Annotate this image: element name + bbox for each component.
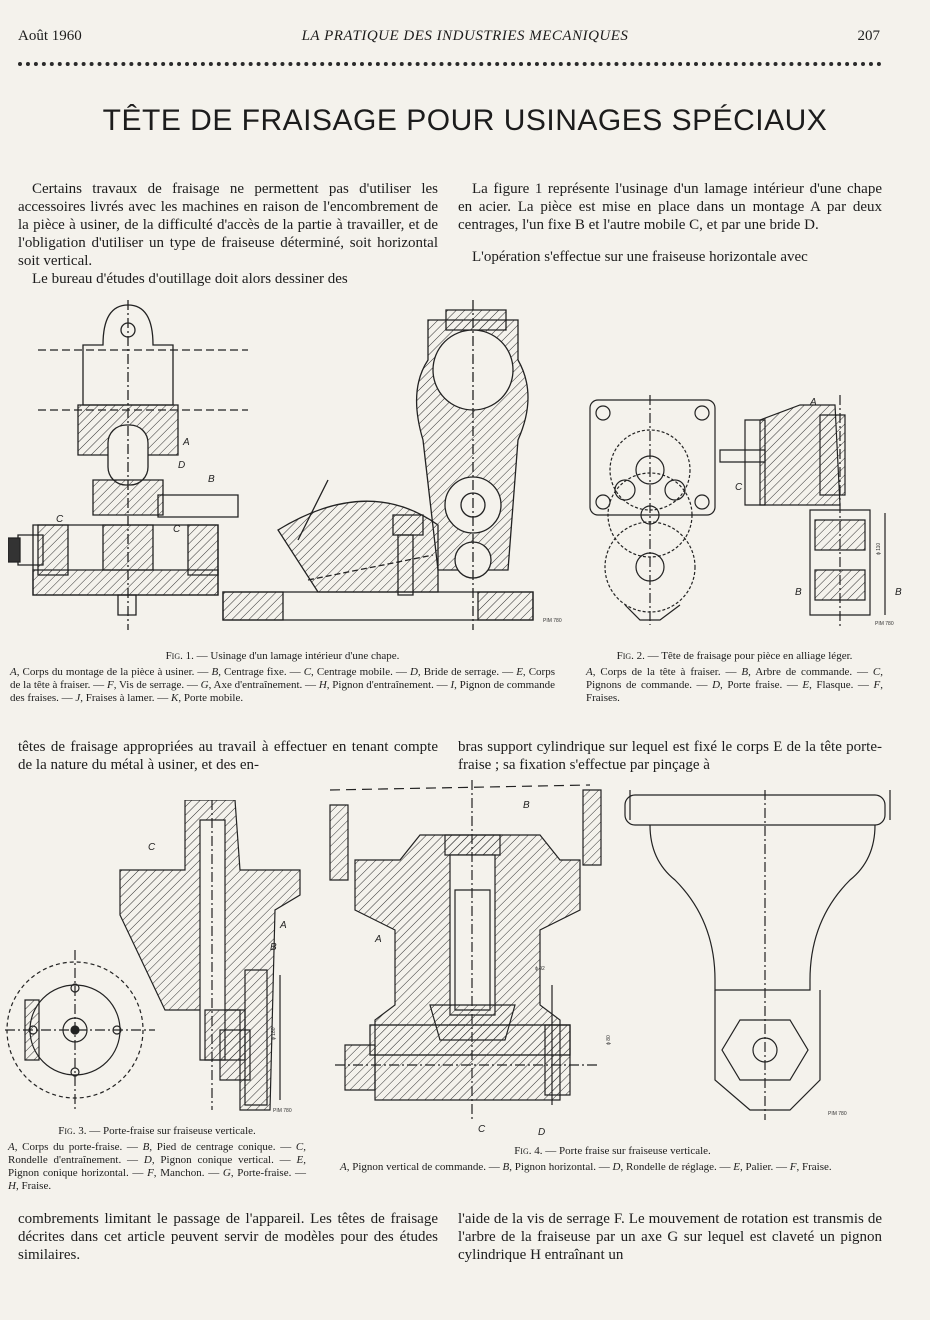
figure-4-drawing: B A C D ϕ 92 ϕ 80 PIM 780 — [320, 780, 895, 1138]
fig3-legend: A, Corps du porte-fraise. — B, Pied de c… — [8, 1141, 307, 1192]
fig3-label-a: A — [279, 920, 287, 931]
fig4-reference: PIM 780 — [828, 1111, 847, 1117]
fig3-caption-title: — Porte-fraise sur fraiseuse verticale. — [86, 1125, 256, 1137]
text-block-1-left: Certains travaux de fraisage ne permette… — [18, 180, 438, 288]
fig3-label-b: B — [270, 942, 277, 953]
fig1-label-b: B — [208, 474, 215, 485]
fig4-caption-prefix: Fig. 4. — [514, 1145, 543, 1157]
paragraph: têtes de fraisage appropriées au travail… — [18, 739, 438, 773]
fig1-label-d: D — [178, 460, 185, 471]
fig3-reference: PIM 780 — [273, 1108, 292, 1114]
paragraph: La figure 1 représente l'usinage d'un la… — [458, 181, 882, 233]
fig3-caption-prefix: Fig. 3. — [58, 1125, 87, 1137]
paragraph: Le bureau d'études d'outillage doit alor… — [32, 271, 348, 287]
figure-1-caption: Fig. 1. — Usinage d'un lamage intérieur … — [10, 650, 555, 705]
figure-2-caption: Fig. 2. — Tête de fraisage pour pièce en… — [586, 650, 883, 705]
paragraph: Certains travaux de fraisage ne permette… — [18, 181, 438, 269]
header-page-number: 207 — [857, 28, 881, 44]
paragraph: l'aide de la vis de serrage F. Le mouvem… — [458, 1211, 882, 1263]
fig2-dimension: ϕ 110 — [876, 543, 882, 555]
fig1-caption-prefix: Fig. 1. — [165, 650, 194, 662]
text-block-2-left: têtes de fraisage appropriées au travail… — [18, 738, 438, 774]
fig2-reference: PIM 780 — [875, 621, 894, 627]
paragraph: bras support cylindrique sur lequel est … — [458, 739, 882, 773]
text-block-2-right: bras support cylindrique sur lequel est … — [458, 738, 882, 774]
fig2-label-b-left: B — [795, 587, 802, 598]
figure-1-drawing: A D B C C PIM 780 — [8, 300, 562, 635]
fig4-label-c: C — [478, 1124, 486, 1135]
fig1-legend: A, Corps du montage de la pièce à usiner… — [10, 666, 555, 704]
fig2-label-a: A — [809, 397, 817, 408]
figure-3-drawing: C A B ϕ 180 PIM 780 — [5, 800, 305, 1114]
fig1-caption-title: — Usinage d'un lamage intérieur d'une ch… — [193, 650, 400, 662]
fig3-label-c: C — [148, 842, 156, 853]
article-title: TÊTE DE FRAISAGE POUR USINAGES SPÉCIAUX — [102, 104, 828, 137]
fig1-label-c-right: C — [173, 524, 181, 535]
figure-4-caption: Fig. 4. — Porte fraise sur fraiseuse ver… — [340, 1145, 885, 1174]
fig2-label-b-right: B — [895, 587, 902, 598]
fig4-label-a: A — [374, 934, 382, 945]
paragraph: L'opération s'effectue sur une fraiseuse… — [472, 249, 808, 265]
figure-3-caption: Fig. 3. — Porte-fraise sur fraiseuse ver… — [8, 1125, 306, 1193]
header-date: Août 1960 — [18, 28, 82, 44]
header-dotted-rule — [18, 62, 882, 66]
text-block-3-left: combrements limitant le passage de l'app… — [18, 1210, 438, 1264]
text-block-3-right: l'aide de la vis de serrage F. Le mouvem… — [458, 1210, 882, 1264]
text-block-1-right: La figure 1 représente l'usinage d'un la… — [458, 180, 882, 266]
fig4-caption-title: — Porte fraise sur fraiseuse verticale. — [542, 1145, 711, 1157]
fig2-label-c: C — [735, 482, 743, 493]
fig2-legend: A, Corps de la tête à fraiser. — B, Arbr… — [586, 666, 883, 704]
fig2-caption-title: — Tête de fraisage pour pièce en alliage… — [644, 650, 853, 662]
fig2-caption-prefix: Fig. 2. — [616, 650, 645, 662]
fig1-label-a: A — [182, 437, 190, 448]
fig4-dimension-92: ϕ 92 — [535, 966, 545, 972]
fig4-legend: A, Pignon vertical de commande. — B, Pig… — [340, 1161, 832, 1173]
paragraph: combrements limitant le passage de l'app… — [18, 1211, 438, 1263]
fig4-dimension-80: ϕ 80 — [606, 1035, 612, 1045]
fig4-label-b: B — [523, 800, 530, 811]
fig4-label-d: D — [538, 1127, 545, 1138]
fig1-label-c-left: C — [56, 514, 64, 525]
fig1-reference: PIM 780 — [543, 618, 562, 624]
fig3-dimension: ϕ 180 — [271, 1027, 277, 1040]
figure-2-drawing: A C B B ϕ 110 PIM 780 — [585, 395, 902, 627]
header-journal: LA PRATIQUE DES INDUSTRIES MECANIQUES — [301, 28, 629, 44]
